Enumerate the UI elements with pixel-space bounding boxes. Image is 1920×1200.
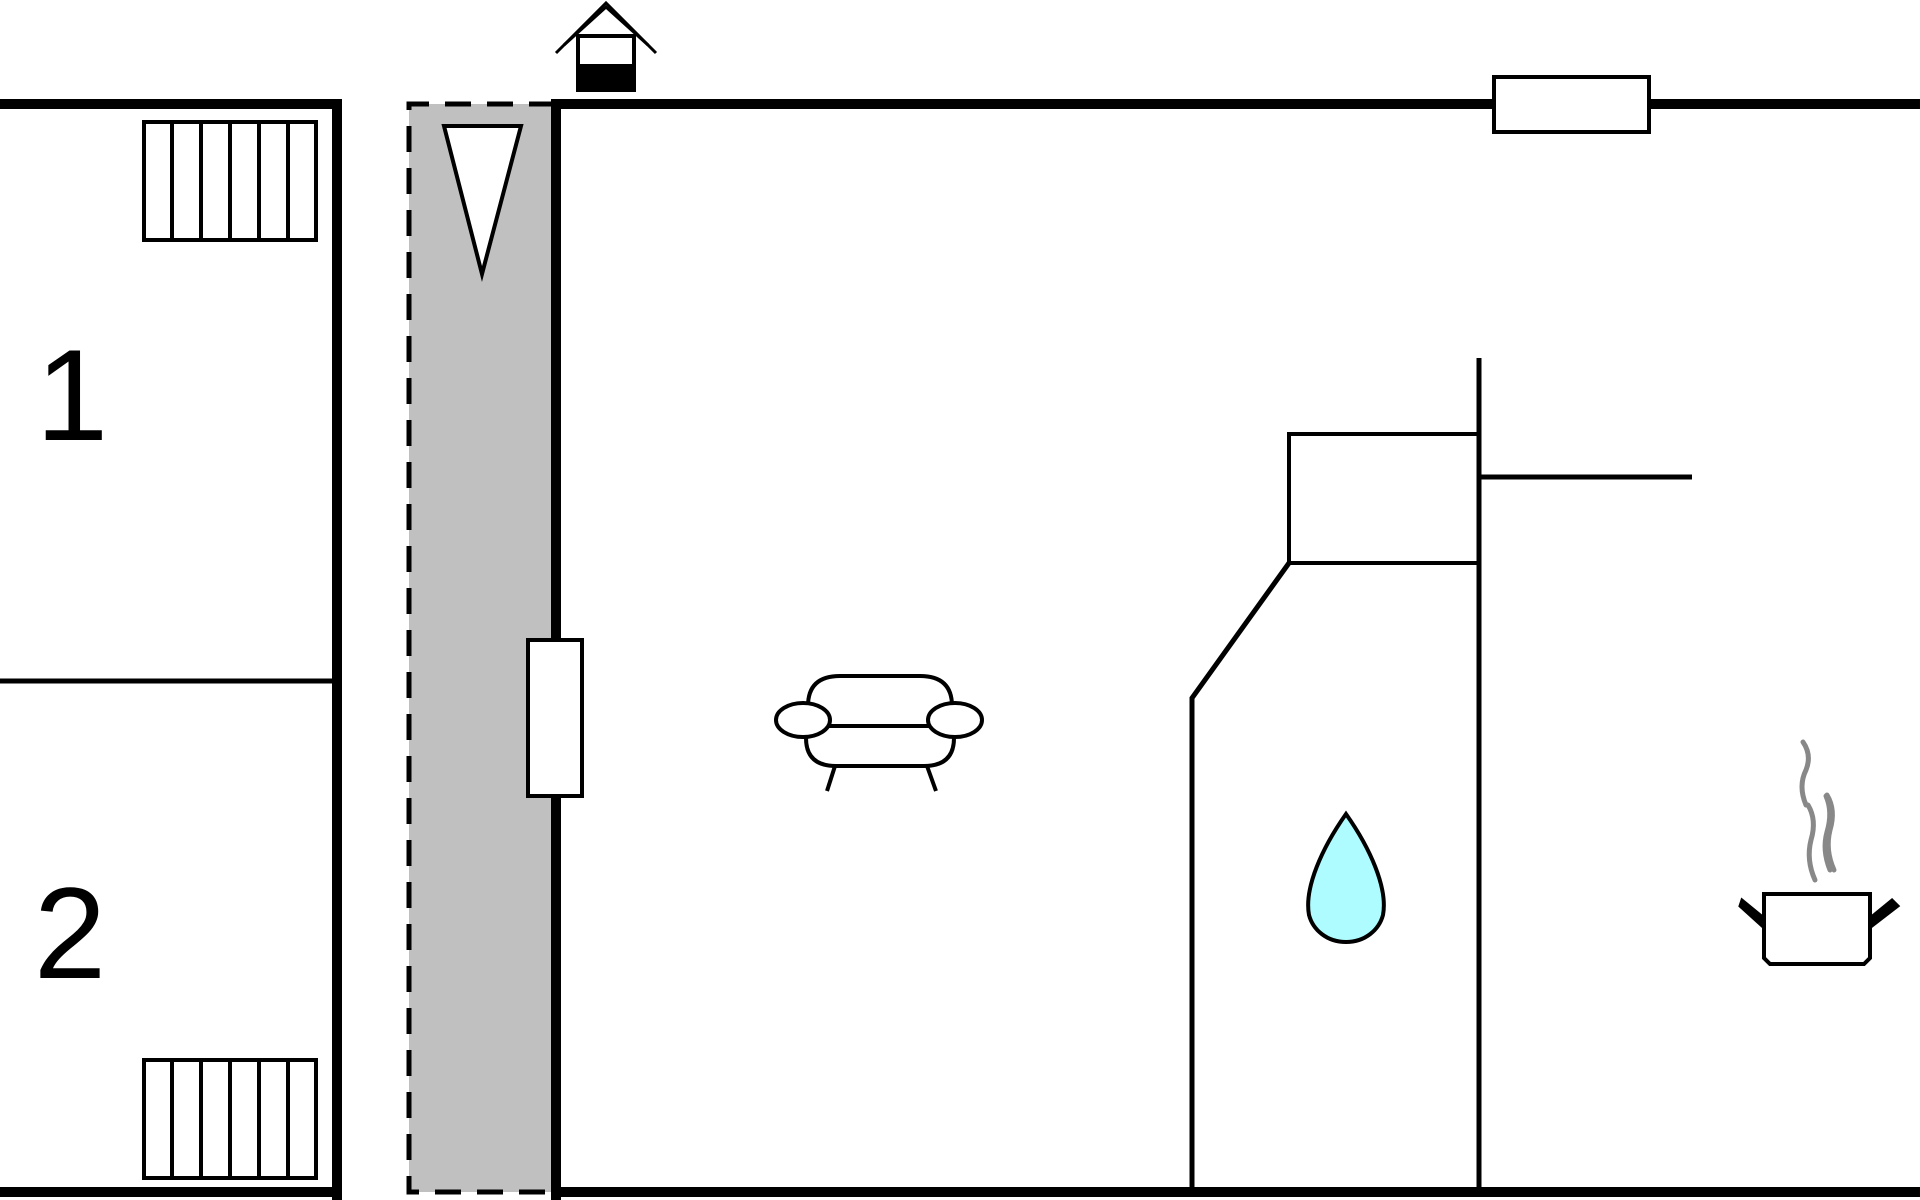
water-drop-icon [1306, 810, 1386, 945]
bed-icon [142, 1058, 318, 1180]
main-area-walls [526, 75, 1920, 1200]
storage-box [1287, 432, 1481, 565]
terrace-dashed-border [406, 101, 555, 1195]
room-label-1: 1 [36, 322, 108, 468]
cooking-pot-icon [1738, 739, 1901, 966]
triangle-icon [441, 124, 524, 282]
house-entrance-icon [554, 0, 658, 92]
window-top [1492, 75, 1651, 134]
bedrooms-block: 1 2 [0, 99, 342, 1200]
bathroom-wall [1189, 561, 1292, 1192]
sofa-icon [774, 674, 984, 792]
room-label-2: 2 [34, 860, 106, 1006]
bed-icon [142, 120, 318, 242]
terrace-door [526, 638, 584, 798]
